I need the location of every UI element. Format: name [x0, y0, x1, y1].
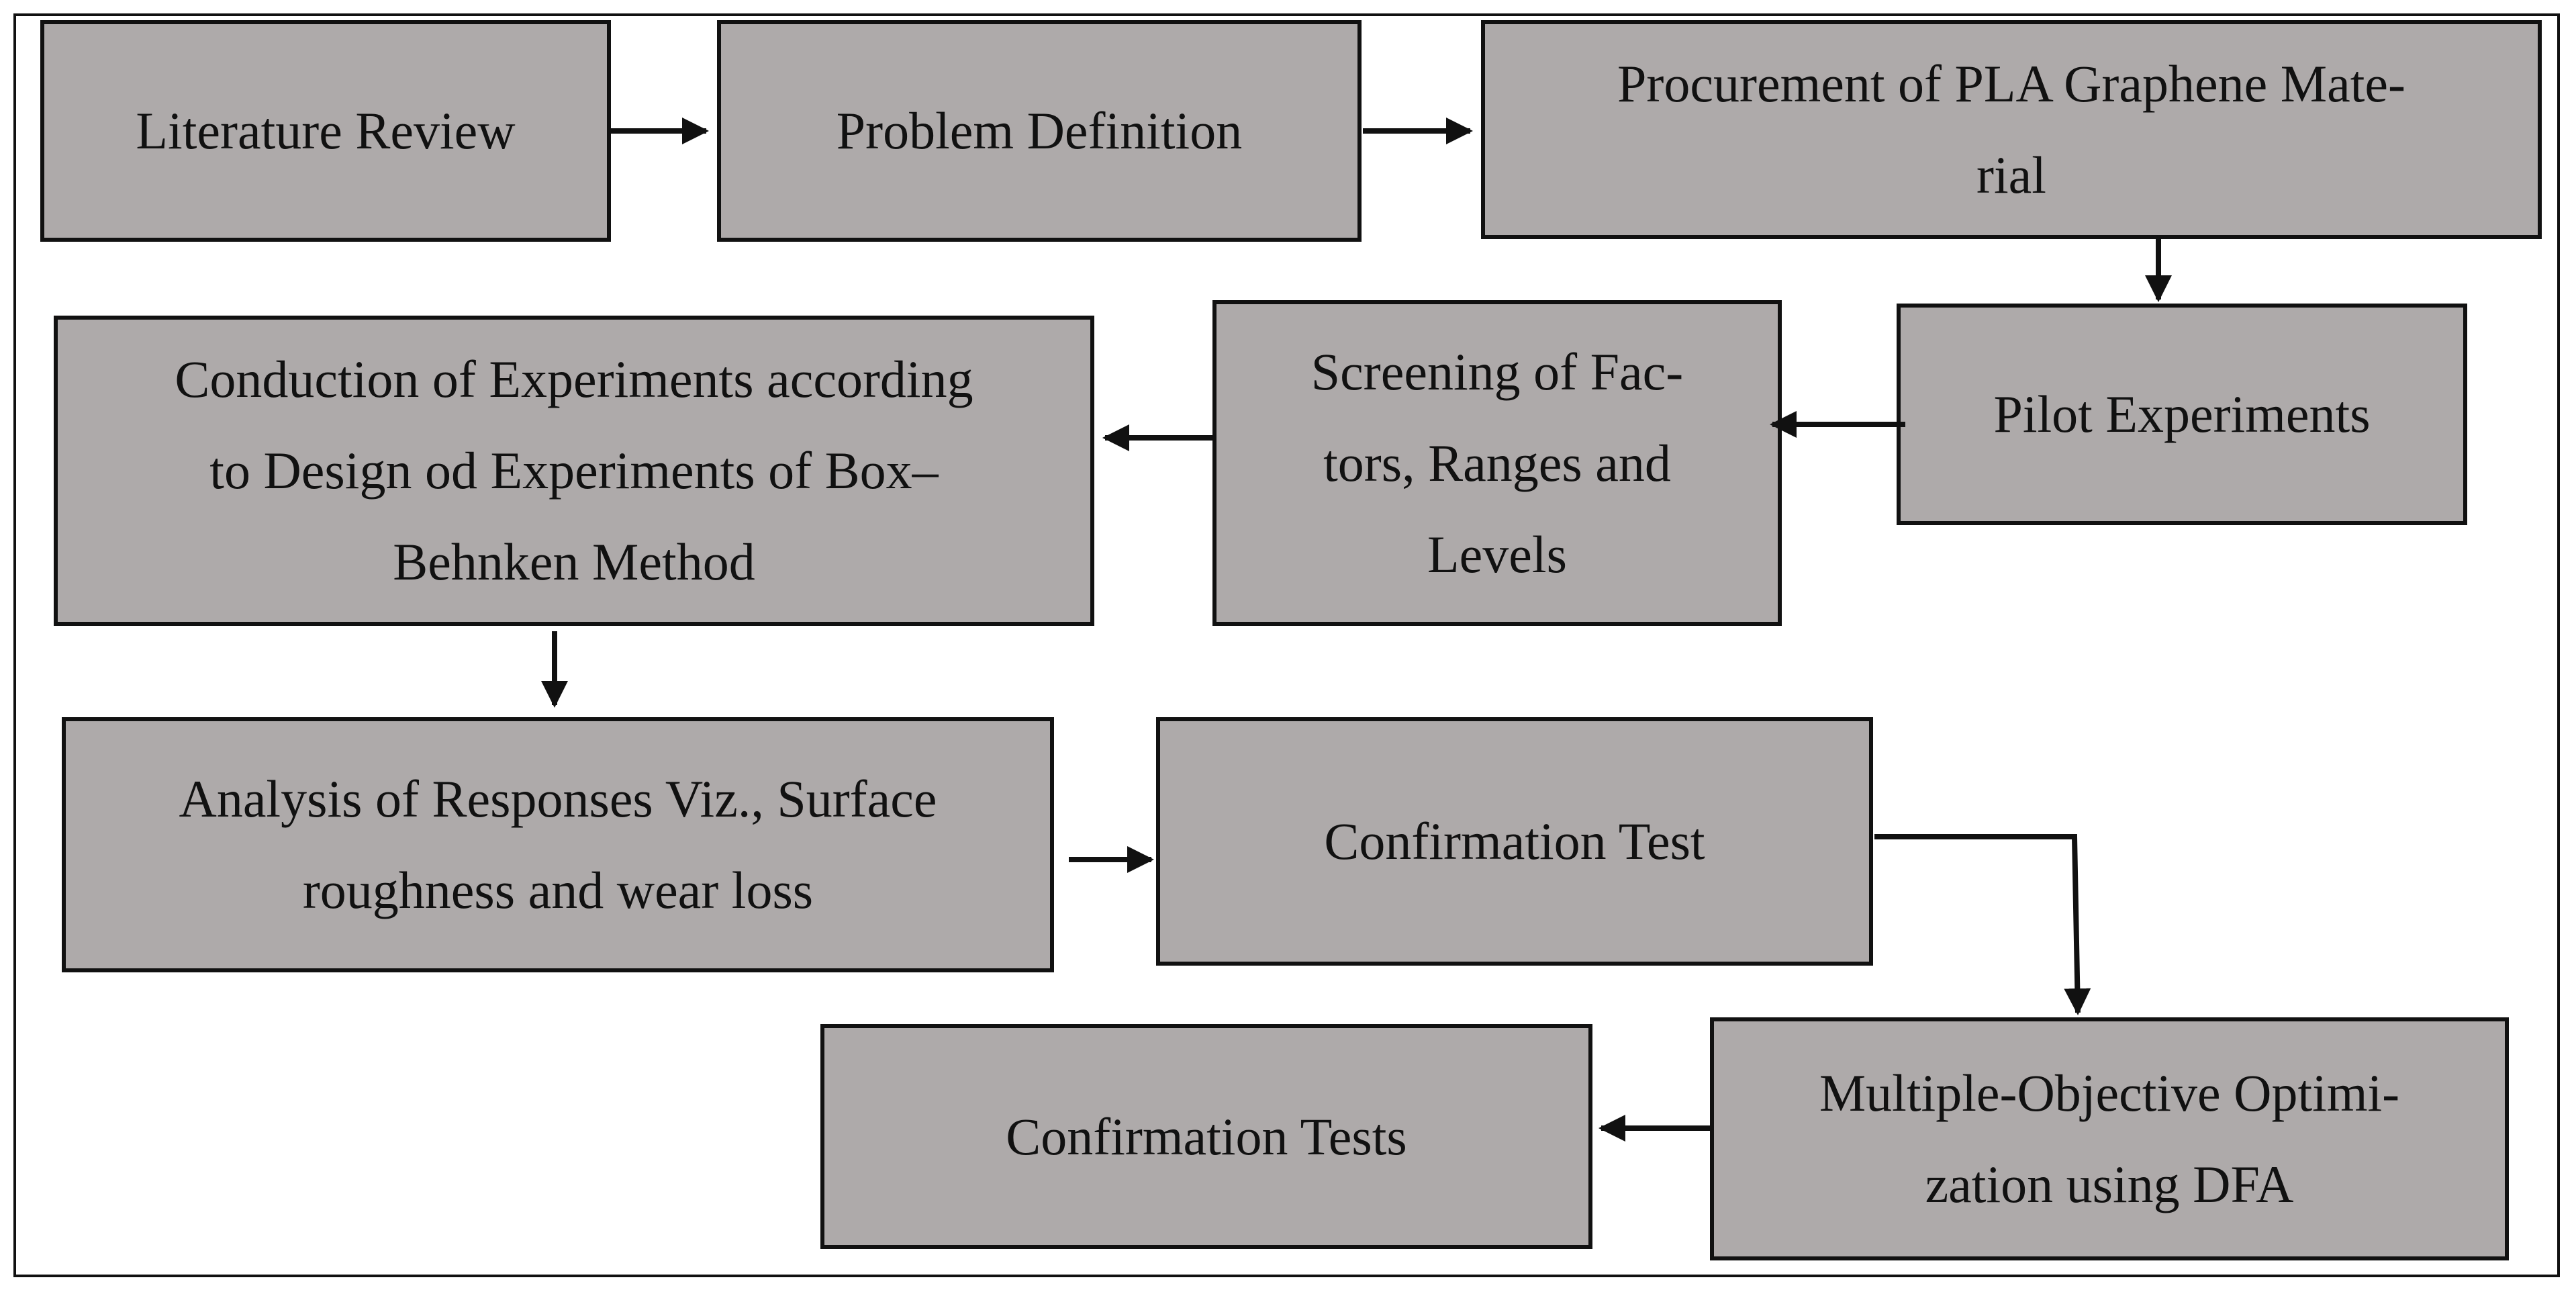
- step-problem-definition: Problem Definition: [717, 20, 1362, 242]
- step-multi-objective: Multiple-Objective Optimi- zation using …: [1710, 1017, 2509, 1260]
- step-text-line: zation using DFA: [1925, 1155, 2294, 1213]
- step-confirmation-test: Confirmation Test: [1156, 717, 1873, 966]
- step-text-line: Pilot Experiments: [1993, 385, 2371, 443]
- step-screening: Screening of Fac- tors, Ranges and Level…: [1212, 300, 1782, 626]
- step-text-line: Literature Review: [136, 101, 516, 160]
- diagram-frame: [13, 13, 2560, 1277]
- step-literature-review: Literature Review: [40, 20, 611, 242]
- step-text-line: Procurement of PLA Graphene Mate-: [1617, 54, 2405, 113]
- step-text-line: Conduction of Experiments according: [175, 350, 973, 408]
- step-confirmation-tests: Confirmation Tests: [820, 1024, 1592, 1249]
- step-text-line: Behnken Method: [393, 533, 755, 591]
- step-text-line: Confirmation Tests: [1006, 1107, 1407, 1166]
- step-text-line: Problem Definition: [836, 101, 1243, 160]
- step-procurement: Procurement of PLA Graphene Mate- rial: [1481, 20, 2542, 239]
- step-text-line: roughness and wear loss: [302, 861, 814, 919]
- step-analysis: Analysis of Responses Viz., Surface roug…: [62, 717, 1054, 972]
- step-pilot-experiments: Pilot Experiments: [1897, 304, 2467, 525]
- step-text-line: Levels: [1427, 524, 1567, 584]
- step-text-line: to Design od Experiments of Box–: [209, 441, 939, 500]
- step-text-line: Confirmation Test: [1324, 812, 1705, 870]
- step-conduction: Conduction of Experiments according to D…: [54, 316, 1094, 626]
- step-text-line: Screening of Fac-: [1310, 342, 1684, 401]
- step-text-line: Multiple-Objective Optimi-: [1819, 1064, 2400, 1122]
- step-text-line: Analysis of Responses Viz., Surface: [179, 770, 937, 828]
- step-text-line: rial: [1976, 146, 2046, 204]
- step-text-line: tors, Ranges and: [1323, 433, 1671, 492]
